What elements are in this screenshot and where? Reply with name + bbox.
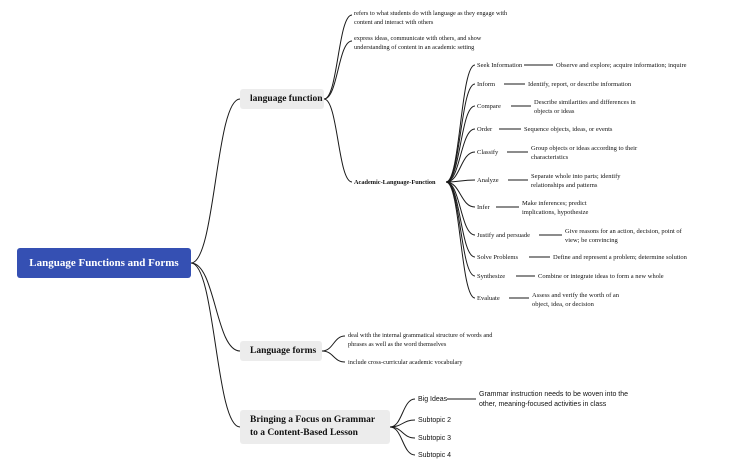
function-desc: Observe and explore; acquire information…	[556, 62, 687, 69]
function-solve-problems[interactable]: Solve Problems	[477, 254, 518, 261]
academic-item-connector	[445, 181, 476, 258]
subtopic-3[interactable]: Subtopic 3	[418, 435, 452, 442]
root-branch-connector	[190, 262, 241, 352]
function-desc: Sequence objects, ideas, or events	[524, 126, 613, 133]
academic-item-connector	[445, 181, 476, 299]
root-branch-connector	[190, 98, 241, 264]
function-desc: Group objects or ideas according to thei…	[531, 145, 638, 161]
academic-item-connector	[445, 105, 476, 183]
function-evaluate[interactable]: Evaluate	[477, 295, 500, 302]
function-analyze[interactable]: Analyze	[477, 177, 499, 184]
function-classify[interactable]: Classify	[477, 149, 499, 156]
function-desc: Combine or integrate ideas to form a new…	[538, 273, 664, 280]
function-desc: Assess and verify the worth of an object…	[532, 292, 620, 308]
academic-language-function[interactable]: Academic-Language-Function	[354, 179, 436, 186]
branch-language-forms[interactable]: Language forms	[240, 341, 322, 361]
academic-item-connector	[445, 64, 476, 183]
note-language-forms-1: deal with the internal grammatical struc…	[348, 332, 493, 348]
branch-note-connector	[321, 335, 346, 352]
note-language-function-2: express ideas, communicate with others, …	[354, 35, 482, 51]
note-language-function-1: refers to what students do with language…	[354, 10, 508, 26]
subtopic-big-ideas-desc: Grammar instruction needs to be woven in…	[479, 391, 629, 408]
function-desc: Describe similarities and differences in…	[534, 99, 636, 115]
function-inform[interactable]: Inform	[477, 81, 496, 88]
function-desc: Identify, report, or describe informatio…	[528, 81, 632, 88]
branch-subtopic-connector	[389, 398, 416, 428]
function-desc: Give reasons for an action, decision, po…	[565, 228, 682, 244]
branch-note-connector	[323, 14, 353, 100]
function-desc: Make inferences; predict implications, h…	[522, 200, 589, 216]
function-desc: Separate whole into parts; identify rela…	[531, 173, 621, 189]
subtopic-2[interactable]: Subtopic 2	[418, 417, 452, 424]
function-compare[interactable]: Compare	[477, 103, 501, 110]
function-infer[interactable]: Infer	[477, 204, 490, 211]
root-branch-connector	[190, 262, 241, 428]
root-topic[interactable]: Language Functions and Forms	[17, 248, 191, 278]
branch-language-function[interactable]: language function	[240, 89, 324, 109]
branch-subtopic-connector	[389, 426, 416, 439]
branch-grammar-focus[interactable]: Bringing a Focus on Grammar to a Content…	[240, 410, 390, 444]
function-seek-information[interactable]: Seek Information	[477, 62, 523, 69]
academic-item-connector	[445, 83, 476, 183]
academic-item-connector	[445, 181, 476, 277]
academic-item-connector	[445, 179, 476, 183]
branch-note-connector	[323, 40, 353, 100]
academic-item-connector	[445, 151, 476, 183]
function-desc: Define and represent a problem; determin…	[553, 254, 687, 261]
subtopic-big-ideas[interactable]: Big Ideas	[418, 396, 448, 403]
branch-note-connector	[321, 350, 346, 363]
academic-item-connector	[445, 128, 476, 183]
branch-subtopic-connector	[389, 426, 416, 456]
function-justify-and-persuade[interactable]: Justify and persuade	[477, 232, 531, 239]
function-synthesize[interactable]: Synthesize	[477, 273, 506, 280]
subtopic-4[interactable]: Subtopic 4	[418, 452, 452, 459]
branch-academic-connector	[323, 98, 353, 183]
function-order[interactable]: Order	[477, 126, 493, 133]
note-language-forms-2: include cross-curricular academic vocabu…	[348, 359, 463, 366]
